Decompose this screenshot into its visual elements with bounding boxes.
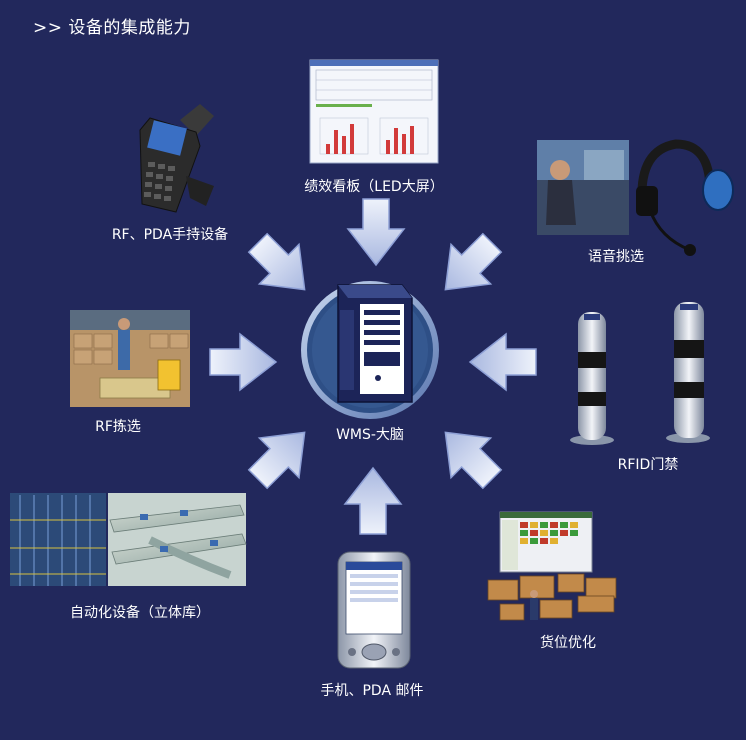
node-label-voice: 语音挑选	[588, 249, 644, 265]
boxes-icon	[487, 573, 617, 621]
arrow-icon	[237, 222, 326, 311]
arrow-icon	[469, 333, 537, 391]
rfid-gate-icon	[570, 302, 710, 445]
node-label-rf-pick: RF拣选	[95, 419, 141, 435]
conveyor-icon	[108, 493, 247, 586]
pda-phone-icon	[337, 551, 411, 669]
node-label-rf-pda: RF、PDA手持设备	[111, 227, 229, 243]
arrow-icon	[344, 467, 402, 535]
dashboard-screen-icon	[309, 59, 439, 164]
wms-server-icon	[301, 281, 439, 419]
handheld-scanner-icon	[139, 104, 214, 213]
node-label-slotting: 货位优化	[540, 635, 596, 651]
headset-icon	[636, 139, 734, 256]
center-label: WMS-大脑	[336, 427, 404, 443]
arrow-icon	[347, 198, 405, 266]
arrow-icon	[209, 333, 277, 391]
warehouse-picking-photo	[70, 310, 190, 407]
node-label-mobile: 手机、PDA 邮件	[320, 683, 424, 699]
asrs-photo	[10, 493, 106, 586]
node-label-automation: 自动化设备（立体库）	[70, 605, 210, 621]
slotting-screen-icon	[499, 511, 593, 573]
page-title: >> 设备的集成能力	[33, 18, 191, 38]
node-label-rfid: RFID门禁	[617, 457, 679, 473]
voice-picking-photo	[537, 140, 629, 235]
node-label-dashboard: 绩效看板（LED大屏）	[304, 179, 444, 195]
arrow-icon	[424, 222, 513, 311]
